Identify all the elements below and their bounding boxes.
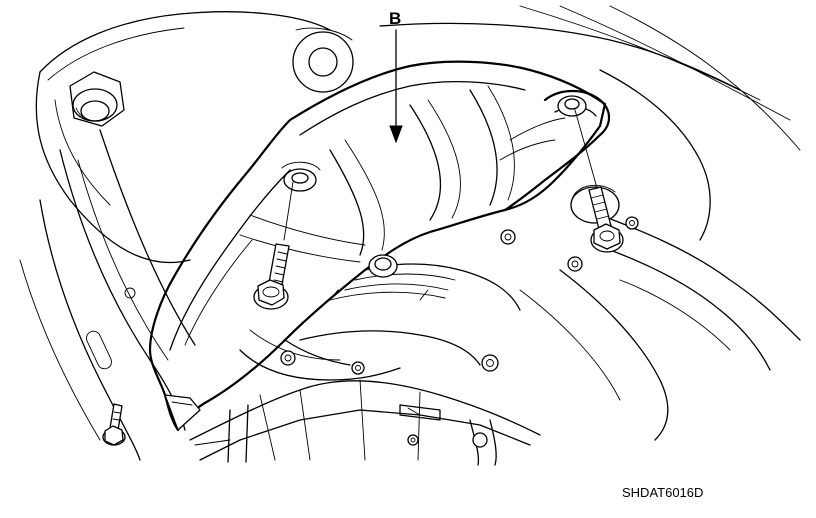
vehicle-underbody-structure xyxy=(19,5,801,466)
callout-b: B xyxy=(389,9,403,144)
bolt-right xyxy=(574,109,624,253)
splash-shield-b xyxy=(148,60,611,432)
bolt-lower-left xyxy=(102,403,126,446)
callout-label-b: B xyxy=(389,9,401,28)
bolt-left xyxy=(253,181,294,310)
figure-code: SHDAT6016D xyxy=(622,485,703,500)
hex-nut-top-left xyxy=(69,71,125,127)
mounting-holes xyxy=(280,95,639,446)
